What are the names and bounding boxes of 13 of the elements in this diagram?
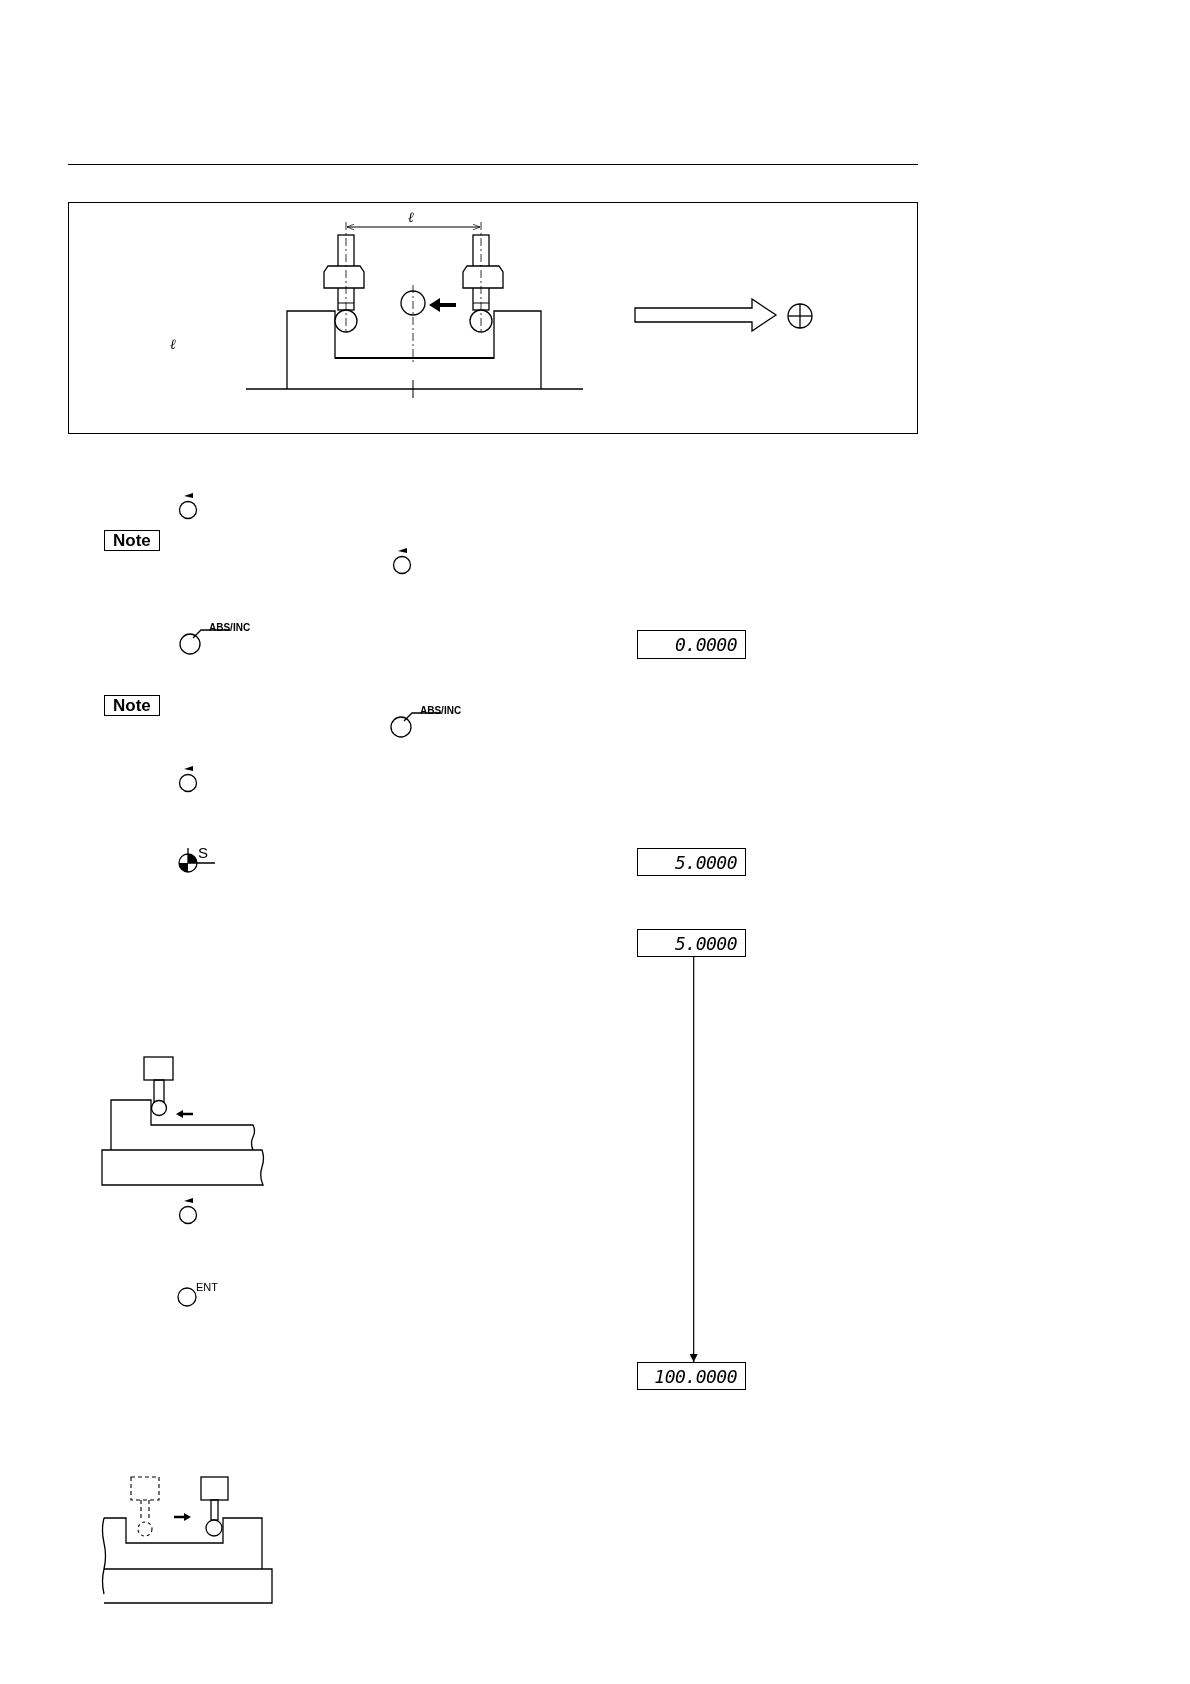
note-tag: Note [104, 530, 160, 551]
key-label: S [198, 845, 208, 860]
arrow [689, 956, 698, 1363]
display-readout: 100.0000 [637, 1362, 746, 1390]
dimension-label: ℓ [408, 210, 414, 224]
key-label: ABS/INC [209, 623, 251, 633]
key-label: ENT [196, 1282, 218, 1293]
display-readout: 5.0000 [637, 929, 746, 957]
key-label: ABS/INC [420, 706, 462, 716]
note-tag: Note [104, 695, 160, 716]
display-readout: 0.0000 [637, 630, 746, 659]
length-symbol: ℓ [170, 337, 176, 351]
display-readout: 5.0000 [637, 848, 746, 876]
